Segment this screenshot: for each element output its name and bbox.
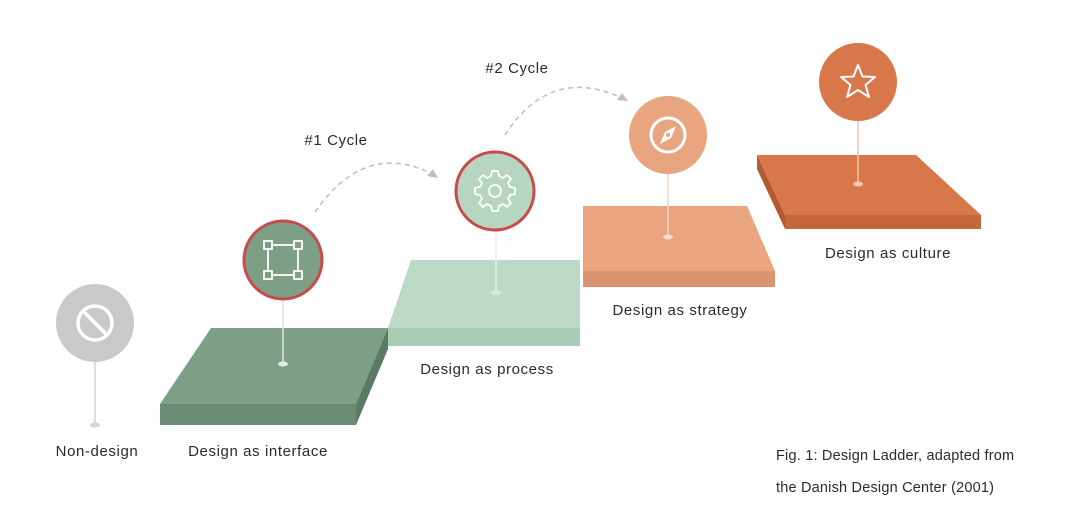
cycle-label-1: #1 Cycle	[304, 132, 368, 149]
circle-process	[454, 150, 536, 232]
step-label-process: Design as process	[420, 361, 554, 378]
cycle-arrow-1	[314, 162, 438, 213]
stem-strategy	[663, 174, 673, 240]
caption-line-1: Fig. 1: Design Ladder, adapted from	[776, 448, 1015, 464]
square-frame-icon	[263, 240, 303, 280]
gear-icon	[474, 170, 516, 212]
caption-line-2: the Danish Design Center (2001)	[776, 480, 995, 496]
cycle-label-2: #2 Cycle	[485, 60, 549, 77]
circle-non-design	[56, 284, 134, 362]
no-entry-icon	[76, 304, 114, 342]
circle-culture	[819, 43, 897, 121]
platform-process	[388, 260, 580, 346]
circle-strategy	[629, 96, 707, 174]
star-icon	[840, 64, 876, 98]
figure-caption: Fig. 1: Design Ladder, adapted from the …	[776, 440, 1014, 504]
compass-icon	[649, 116, 687, 154]
circle-interface	[242, 219, 324, 301]
stem-non-design	[90, 358, 100, 428]
platform-interface	[160, 328, 388, 425]
step-label-strategy: Design as strategy	[612, 302, 748, 319]
step-label-interface: Design as interface	[188, 443, 328, 460]
stem-interface	[278, 300, 288, 367]
stem-process	[491, 231, 501, 296]
step-label-non-design: Non-design	[55, 443, 139, 460]
platform-strategy	[583, 206, 775, 287]
step-label-culture: Design as culture	[824, 245, 952, 262]
platform-culture	[757, 155, 981, 229]
stem-culture	[853, 121, 863, 187]
cycle-arrow-2	[504, 86, 628, 136]
